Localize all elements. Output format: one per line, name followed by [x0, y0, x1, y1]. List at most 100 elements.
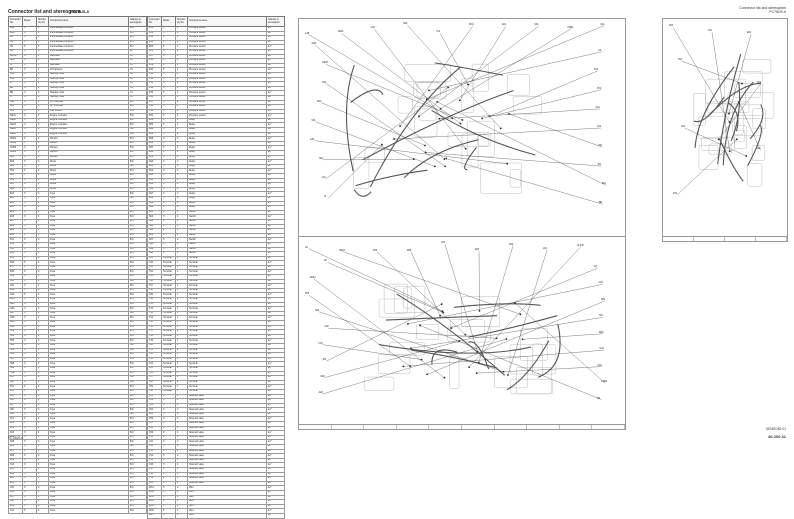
leader-line [326, 84, 445, 167]
machine-part-outline [450, 356, 459, 389]
connector-callout: CA1 [600, 24, 604, 26]
connector-callout: C03 [599, 282, 603, 284]
connector-point [459, 123, 461, 125]
leader-line [673, 27, 729, 122]
machine-part-outline [398, 97, 412, 113]
connector-point [728, 113, 730, 115]
cell-connector-no: L10 [9, 509, 23, 514]
connector-callout: W01 [469, 24, 474, 26]
connector-callout: S01 [596, 107, 600, 109]
connector-callout: BR [599, 202, 602, 204]
connector-point [506, 163, 508, 165]
machine-part-outline [420, 109, 436, 121]
connector-callout: A4 [305, 247, 308, 249]
machine-part-outline [516, 367, 551, 394]
connector-point [718, 138, 720, 140]
leader-line [469, 247, 581, 368]
connector-point [736, 138, 738, 140]
connector-point [440, 108, 442, 110]
wire-harness [397, 294, 505, 375]
connector-callout: J02 [322, 359, 326, 361]
table-header-row: Connector No. Model Number of pins Compo… [148, 17, 285, 27]
leader-line [343, 252, 520, 315]
connector-point [436, 101, 438, 103]
connector-callout: CE03 [339, 250, 345, 252]
connector-table-left: Connector No. Model Number of pins Compo… [8, 16, 147, 514]
leader-line [426, 152, 602, 166]
connector-point [425, 152, 427, 154]
connector-callout: V04 [441, 242, 445, 244]
leader-line [394, 128, 601, 139]
machine-part-outline [405, 64, 451, 81]
connector-point [476, 372, 478, 374]
connector-callout: E03 [475, 249, 479, 251]
connector-callout: T02 [708, 30, 712, 32]
machine-part-outline [693, 93, 705, 125]
connector-point [738, 101, 740, 103]
leader-line [419, 26, 539, 116]
connector-callout: C02 [371, 27, 375, 29]
machine-part-outline [728, 92, 774, 118]
machine-part-outline [378, 355, 410, 374]
machine-part-outline [494, 357, 527, 388]
header-right-line: PC78US-6 [739, 10, 786, 14]
header-right: Connector list and stereogram PC78US-6 [739, 6, 786, 14]
wire-harness [465, 147, 477, 169]
leader-line [739, 102, 760, 150]
connector-point [500, 128, 502, 130]
leader-line [326, 87, 448, 178]
connector-point [424, 145, 426, 147]
connector-callout: G01 [502, 24, 506, 26]
machine-part-outline [416, 324, 438, 339]
leader-line [323, 159, 414, 160]
wire-harness [346, 65, 354, 171]
connector-callout: A6 [594, 266, 597, 268]
machine-part-outline [511, 379, 553, 394]
leader-line [407, 25, 500, 128]
leader-line [329, 145, 382, 198]
connector-callout: A3 [598, 50, 601, 52]
connector-callout: P03 [669, 25, 673, 27]
leader-line [440, 29, 571, 109]
stereogram-drawing [663, 19, 787, 237]
connector-callout: W02 [599, 332, 604, 334]
leader-line [451, 268, 598, 328]
cell-pins: 2 [37, 509, 49, 514]
connector-callout: B [325, 196, 327, 198]
connector-point [419, 325, 421, 327]
connector-callout: T03 [599, 315, 603, 317]
connector-point [464, 334, 466, 336]
connector-point [729, 151, 731, 153]
connector-point [426, 99, 428, 101]
col-model: Model [162, 17, 176, 27]
connector-callout: T01 [436, 31, 440, 33]
connector-point [741, 83, 743, 85]
wire-harness [363, 91, 514, 160]
connector-point [467, 84, 469, 86]
connector-callout: F03 [319, 343, 323, 345]
leader-line [411, 317, 603, 348]
connector-point [421, 359, 423, 361]
wire-harness [356, 170, 428, 185]
connector-callout: ALR [318, 392, 322, 394]
connector-callout: F01 [598, 145, 602, 147]
col-address: Address in stereogram [129, 17, 147, 27]
table-header-row: Connector No. Model Number of pins Compo… [9, 17, 147, 27]
connector-callout: CE02 [322, 62, 328, 64]
connector-callout: V03 [681, 126, 685, 128]
cell-connector-no: W07 [148, 513, 162, 518]
connector-callout: R03 [757, 82, 761, 84]
connector-point [477, 351, 479, 353]
connector-point [444, 165, 446, 167]
leader-line [523, 334, 603, 340]
connector-point [399, 125, 401, 127]
wire-harness [354, 190, 371, 197]
connector-callout: P06 [305, 293, 309, 295]
connector-point [443, 158, 445, 160]
machine-part-outline [734, 130, 745, 142]
connector-point [729, 121, 731, 123]
connector-point [481, 118, 483, 120]
